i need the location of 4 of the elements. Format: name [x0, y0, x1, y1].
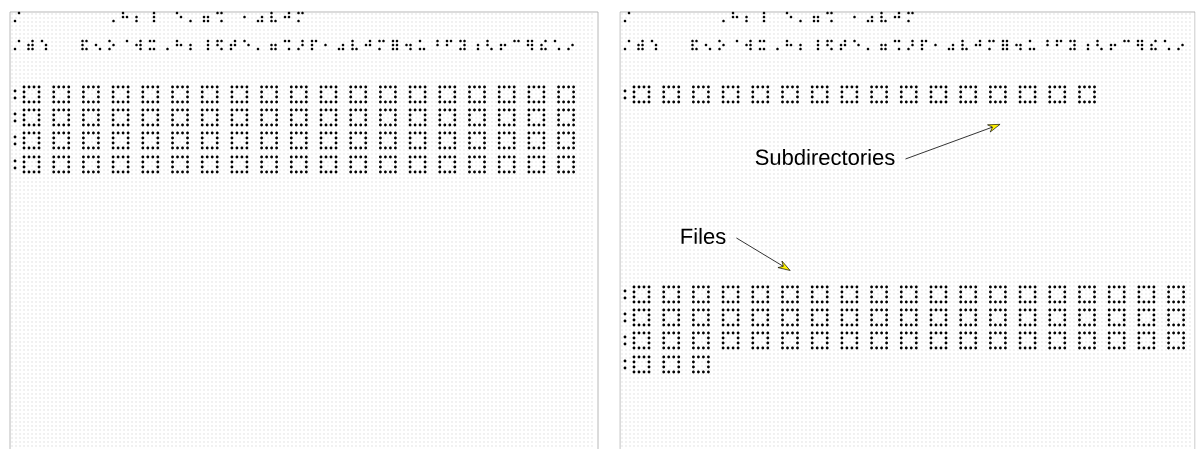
arrow — [905, 124, 1001, 160]
label-text: Files — [681, 227, 726, 245]
label-text: Subdirectories — [755, 148, 895, 166]
arrow — [735, 237, 791, 271]
